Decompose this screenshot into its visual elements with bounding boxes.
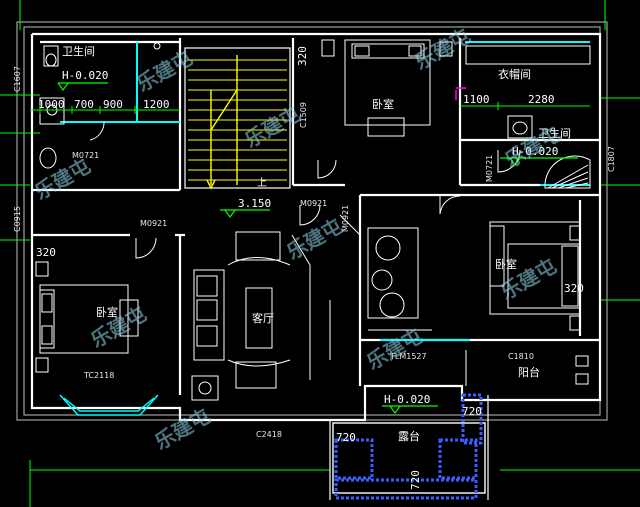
room-label-terrace: 露台 xyxy=(398,429,420,443)
watermark-8: 乐建屯 xyxy=(363,324,427,375)
window-label-c1509: C1509 xyxy=(299,102,308,128)
room-label-balcony: 阳台 xyxy=(518,365,540,379)
watermark-3: 乐建屯 xyxy=(411,24,475,75)
dim-720-b: 720 xyxy=(462,405,482,418)
dim-1100: 1100 xyxy=(463,93,490,106)
dim-1000: 1000 xyxy=(38,98,65,111)
balcony-marks xyxy=(465,350,589,386)
cloakroom-rail xyxy=(465,45,591,65)
door-label-m0921-vert: M0921 xyxy=(341,205,350,232)
window-label-c1807: C1807 xyxy=(607,146,616,172)
door-label-m0721-right: M0721 xyxy=(485,155,494,182)
room-label-bathroom-right: 卫生间 xyxy=(538,126,571,140)
room-label-cloakroom: 衣帽间 xyxy=(498,67,531,81)
magenta-marks xyxy=(455,87,466,100)
dim-1200: 1200 xyxy=(143,98,170,111)
bedroom-left-furniture xyxy=(35,237,157,373)
door-label-m0921-left: M0921 xyxy=(140,219,167,228)
dim-720-a: 720 xyxy=(336,431,356,444)
window-label-c1810: C1810 xyxy=(508,352,534,361)
staircase xyxy=(184,47,291,190)
lounge-chairs xyxy=(367,227,432,331)
watermark-9: 乐建屯 xyxy=(151,404,215,455)
bedroom-top-furniture xyxy=(317,39,453,179)
dim-320-top: 320 xyxy=(296,46,309,66)
terrace xyxy=(329,393,489,500)
windows-cyan xyxy=(60,41,590,341)
bay-window-left xyxy=(59,394,159,416)
living-room-furniture xyxy=(191,204,361,401)
room-label-bathroom-left: 卫生间 xyxy=(62,44,95,58)
level-label-bathroom-right: H-0.020 xyxy=(512,145,558,158)
window-label-c0915: C0915 xyxy=(13,206,22,232)
dim-320-right: 320 xyxy=(564,282,584,295)
room-label-bedroom-right: 卧室 xyxy=(495,257,517,271)
level-label-bathroom-left: H-0.020 xyxy=(62,69,108,82)
level-label-terrace: H-0.020 xyxy=(384,393,430,406)
door-label-tlm1527: TLM1527 xyxy=(389,352,427,361)
room-label-bedroom-left: 卧室 xyxy=(96,305,118,319)
dim-700: 700 xyxy=(74,98,94,111)
watermark-1: 乐建屯 xyxy=(133,46,197,97)
room-label-bedroom-top: 卧室 xyxy=(372,97,394,111)
dim-720-c: 720 xyxy=(409,470,422,490)
level-label-hall: 3.150 xyxy=(238,197,271,210)
watermark-7: 乐建屯 xyxy=(283,214,347,265)
dim-2280: 2280 xyxy=(528,93,555,106)
bedroom-right-furniture xyxy=(439,195,581,331)
door-label-m0721-left: M0721 xyxy=(72,151,99,160)
stair-up-label: 上 xyxy=(257,177,267,189)
window-label-tc2118: TC2118 xyxy=(83,371,114,380)
watermark-2: 乐建屯 xyxy=(241,102,305,153)
dimension-lines xyxy=(30,102,590,114)
door-label-m0921-mid: M0921 xyxy=(300,199,327,208)
window-label-c2418: C2418 xyxy=(256,430,282,439)
dim-320-left: 320 xyxy=(36,246,56,259)
level-markers xyxy=(57,82,578,415)
room-label-living-room: 客厅 xyxy=(252,311,274,325)
window-label-c1607: C1607 xyxy=(13,66,22,92)
dim-900: 900 xyxy=(103,98,123,111)
